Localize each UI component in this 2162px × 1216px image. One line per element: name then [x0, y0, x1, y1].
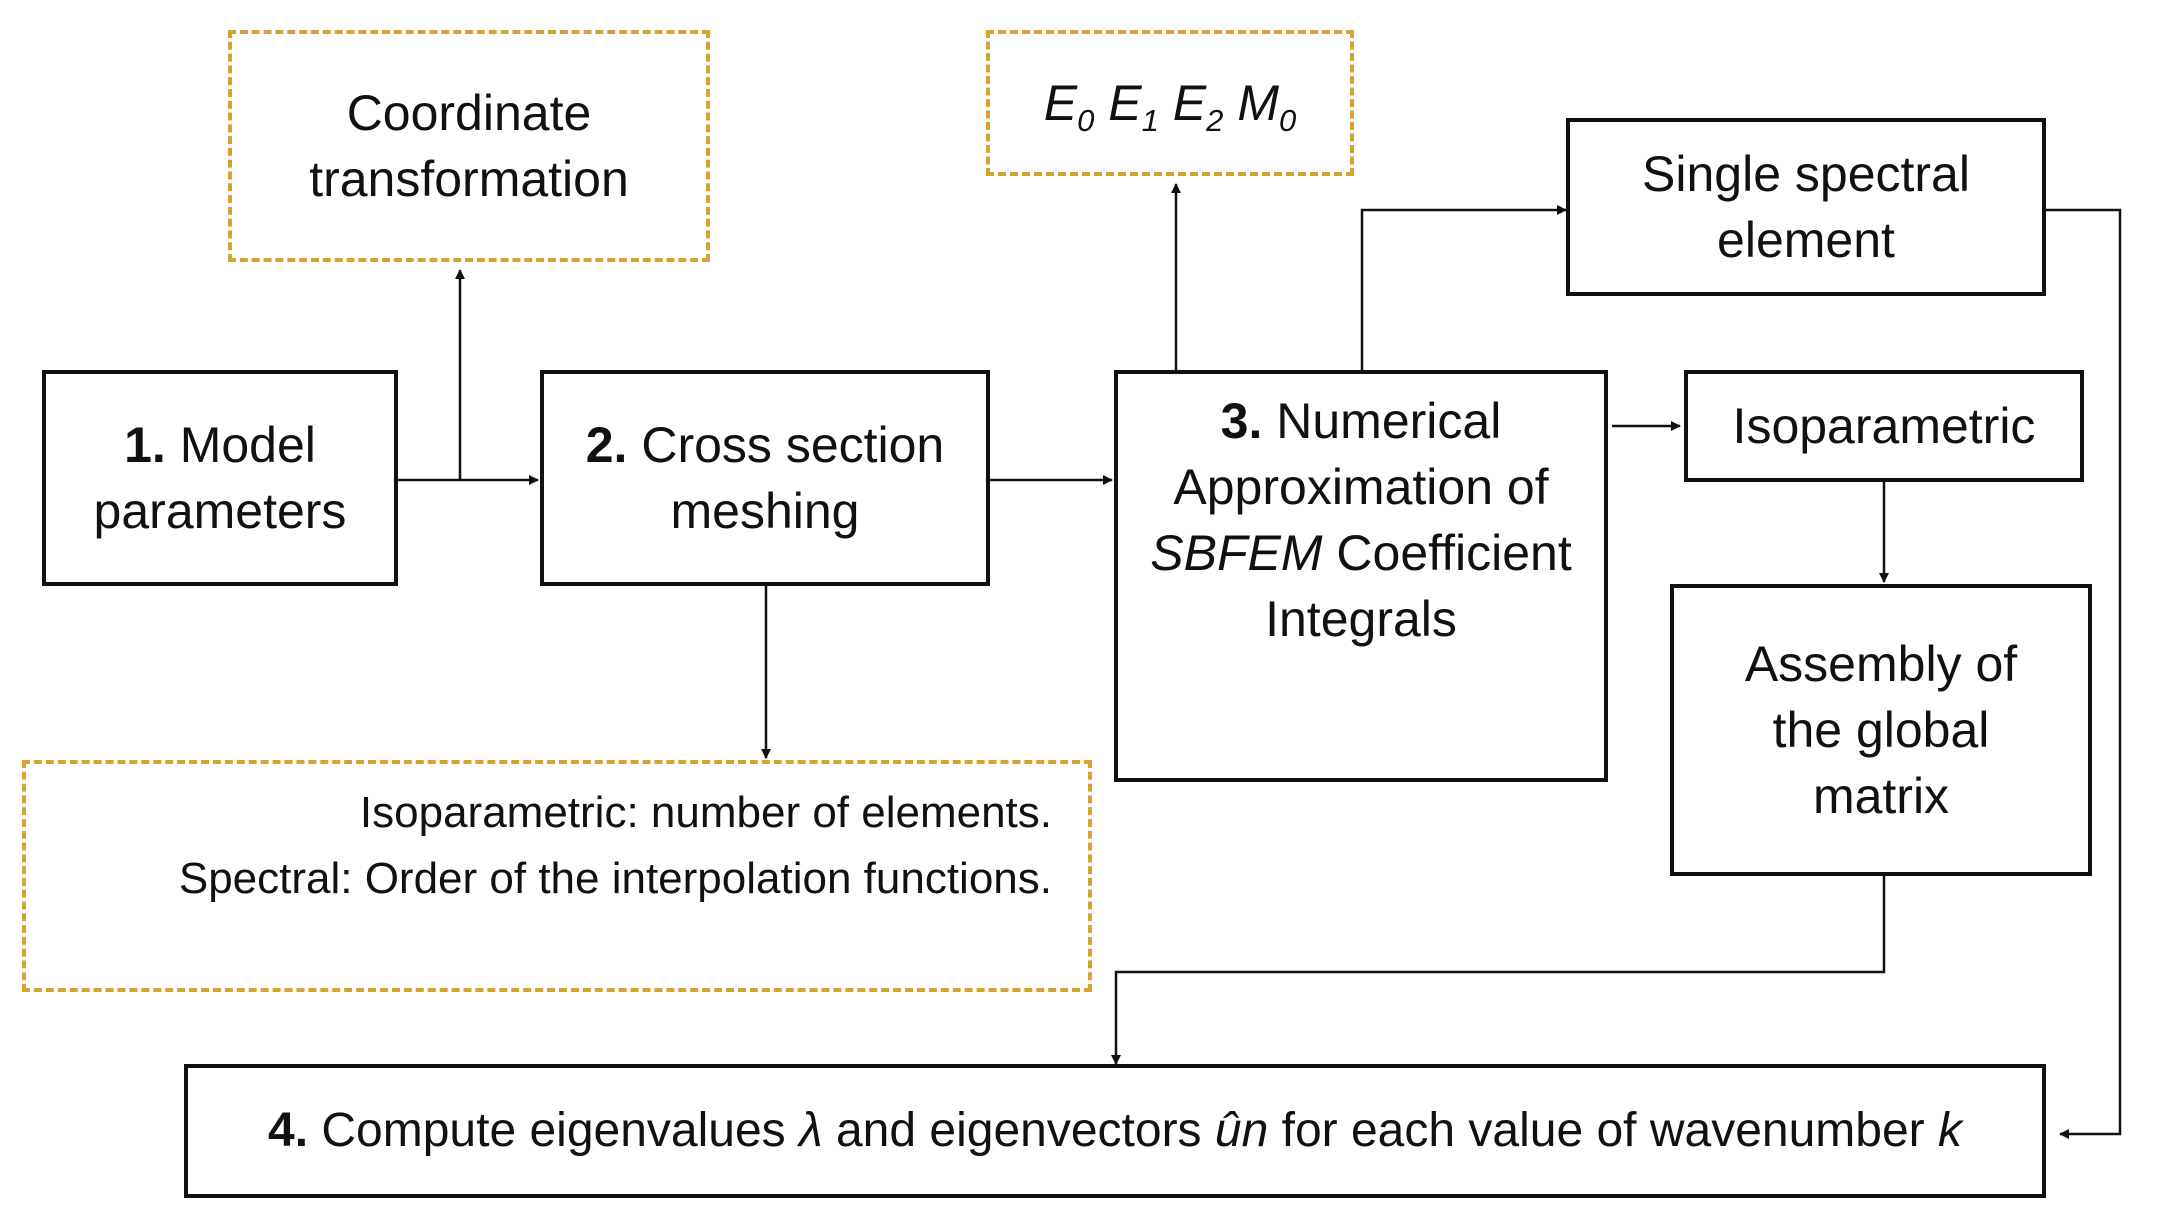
mesh-note-line-2: Spectral: Order of the interpolation fun… — [178, 854, 1052, 903]
arrow-to-single-spectral-element — [1360, 205, 1567, 370]
step-2-line-1: 2. Cross section — [585, 417, 945, 473]
lambda-symbol: λ — [799, 1104, 823, 1157]
step-2-line-2: meshing — [670, 483, 860, 539]
single-spectral-line-2: element — [1717, 212, 1895, 268]
step-1-line-1: 1. Model — [124, 417, 316, 473]
step-1-model-parameters-box: 1. Model parameters — [42, 370, 398, 586]
assembly-line-2: the global — [1772, 702, 1990, 758]
step-4-text: 4. Compute eigenvalues λ and eigenvector… — [268, 1104, 1962, 1157]
matrix-e1: E1 — [1108, 75, 1159, 138]
step-3-numerical-approximation-box: 3. Numerical Approximation of SBFEM Coef… — [1114, 370, 1608, 782]
arrow-spectral-to-eigenvalues — [2044, 208, 2122, 1139]
mesh-parameters-note: Isoparametric: number of elements. Spect… — [22, 760, 1092, 992]
step-3-line-3: SBFEM Coefficient — [1150, 525, 1572, 581]
arrow-assembly-to-eigenvalues — [1111, 876, 1886, 1065]
assembly-global-matrix-box: Assembly of the global matrix — [1670, 584, 2092, 876]
coefficient-matrices-terms: E0 E1 E2 M0 — [1044, 70, 1296, 136]
step-3-line-1: 3. Numerical — [1220, 393, 1502, 449]
step-3-line-4: Integrals — [1265, 591, 1457, 647]
coordinate-transformation-line-2: transformation — [309, 151, 629, 207]
eigenvector-symbol: ûn — [1214, 1104, 1269, 1157]
matrix-e2: E2 — [1172, 75, 1224, 138]
single-spectral-element-box: Single spectral element — [1566, 118, 2046, 296]
matrix-m0: M0 — [1237, 75, 1297, 138]
step-1-line-2: parameters — [93, 483, 347, 539]
isoparametric-label: Isoparametric — [1732, 398, 2036, 454]
matrix-e0: E0 — [1043, 75, 1095, 138]
coordinate-transformation-box: Coordinate transformation — [228, 30, 710, 262]
step-3-line-2: Approximation of — [1173, 459, 1549, 515]
coefficient-matrices-box: E0 E1 E2 M0 — [986, 30, 1354, 176]
single-spectral-line-1: Single spectral — [1642, 146, 1970, 202]
step-4-compute-eigenvalues-box: 4. Compute eigenvalues λ and eigenvector… — [184, 1064, 2046, 1198]
mesh-note-line-1: Isoparametric: number of elements. — [359, 788, 1052, 837]
coordinate-transformation-line-1: Coordinate — [346, 85, 592, 141]
assembly-line-1: Assembly of — [1744, 636, 2018, 692]
wavenumber-symbol: k — [1937, 1104, 1962, 1157]
step-2-cross-section-meshing-box: 2. Cross section meshing — [540, 370, 990, 586]
assembly-line-3: matrix — [1812, 768, 1950, 824]
isoparametric-box: Isoparametric — [1684, 370, 2084, 482]
